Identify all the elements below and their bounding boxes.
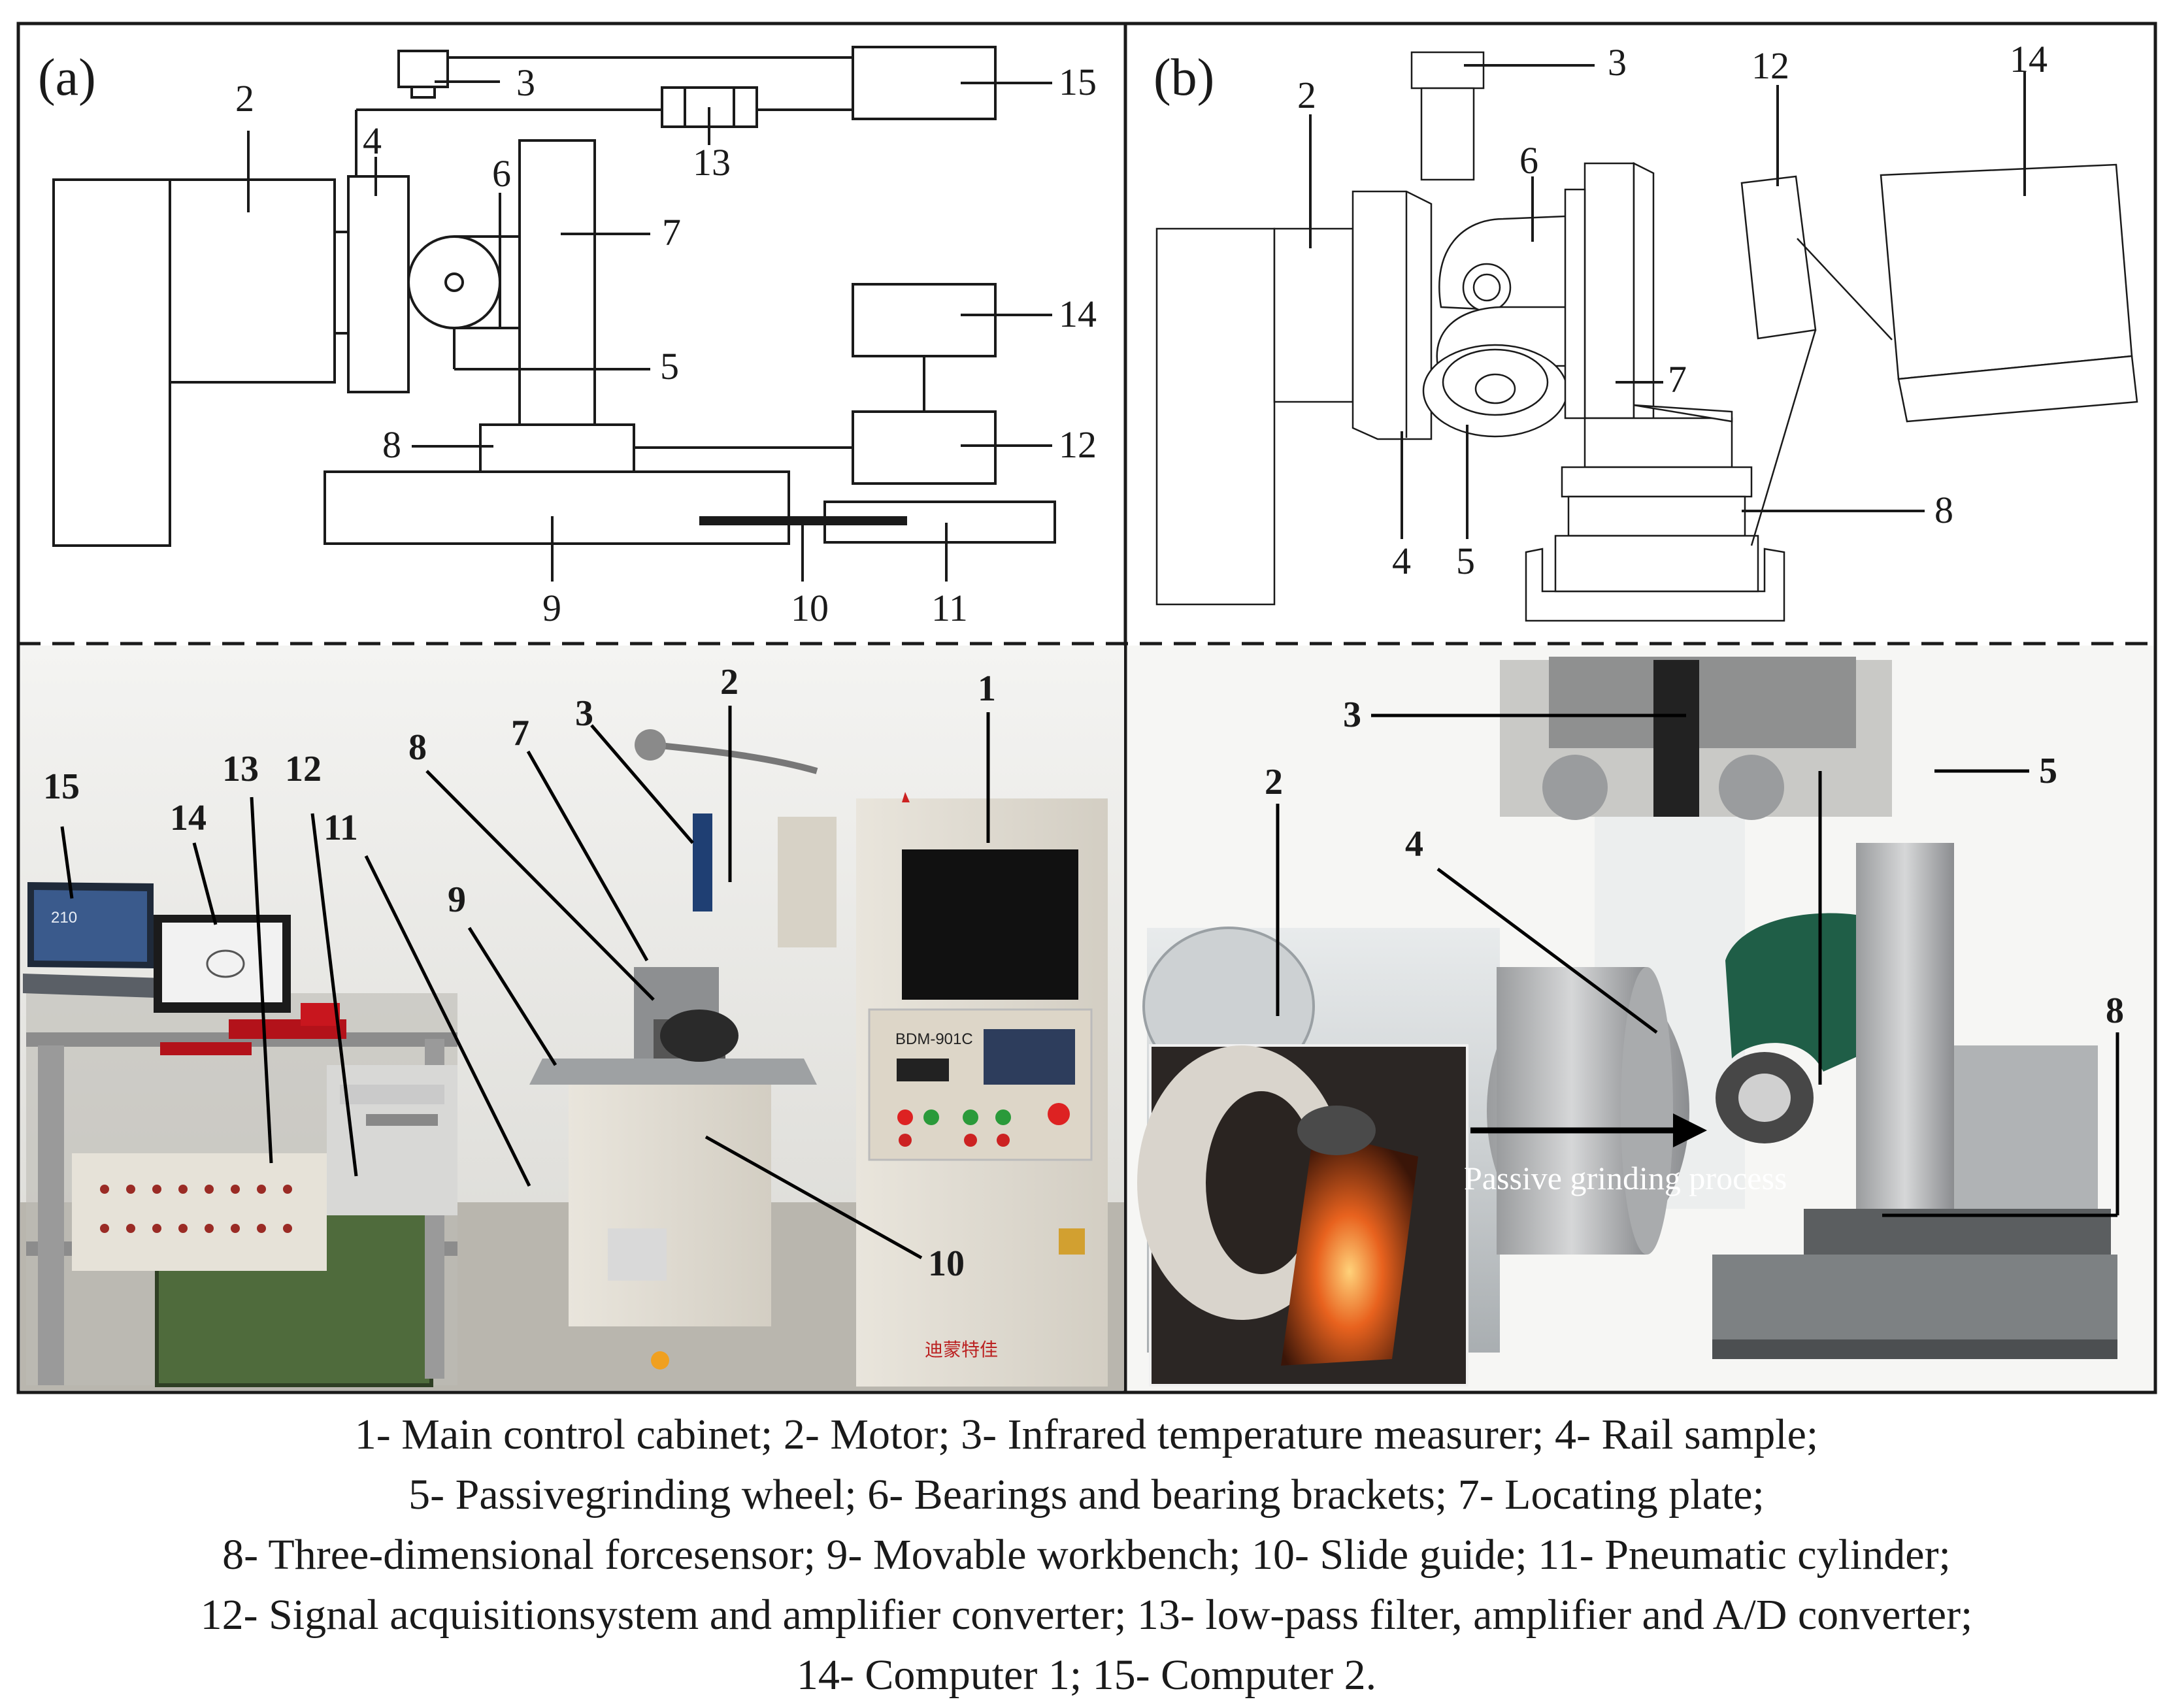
caption-line-1: 1- Main control cabinet; 2- Motor; 3- In… xyxy=(354,1411,1819,1458)
label-b-14: 14 xyxy=(2010,38,2048,80)
schematic-a: (a) xyxy=(38,46,1097,629)
laptop-screen-text: 210 xyxy=(51,909,77,927)
inset-caption: Passive grinding process xyxy=(1464,1160,1787,1196)
label-b-3: 3 xyxy=(1608,41,1627,84)
label-c-11: 11 xyxy=(323,808,358,848)
caption-line-5: 14- Computer 1; 15- Computer 2. xyxy=(796,1651,1377,1699)
label-c-12: 12 xyxy=(285,749,322,789)
label-d-2: 2 xyxy=(1265,762,1283,802)
label-a-9: 9 xyxy=(542,587,561,629)
label-c-7: 7 xyxy=(511,713,529,753)
label-a-3: 3 xyxy=(516,61,535,104)
label-c-9: 9 xyxy=(448,879,466,920)
label-a-4: 4 xyxy=(363,120,382,162)
label-a-7: 7 xyxy=(662,211,681,254)
label-b-2: 2 xyxy=(1297,74,1316,116)
label-a-5: 5 xyxy=(660,345,679,387)
label-b-6: 6 xyxy=(1519,139,1538,182)
label-a-12: 12 xyxy=(1059,423,1097,466)
label-c-3: 3 xyxy=(575,693,593,734)
caption-line-2: 5- Passivegrinding wheel; 6- Bearings an… xyxy=(408,1471,1765,1519)
photo-c: 210 BDM-901C xyxy=(20,646,1124,1390)
label-c-10: 10 xyxy=(928,1243,965,1284)
label-a-10: 10 xyxy=(791,587,829,629)
label-b-7: 7 xyxy=(1668,358,1687,401)
label-d-4: 4 xyxy=(1405,824,1423,864)
label-c-8: 8 xyxy=(408,727,427,768)
controller-model-label: BDM-901C xyxy=(895,1030,973,1048)
label-d-5: 5 xyxy=(2039,751,2057,791)
label-b-4: 4 xyxy=(1392,540,1411,582)
cabinet-brand-text: 迪蒙特佳 xyxy=(925,1339,998,1360)
label-d-8: 8 xyxy=(2106,991,2124,1031)
schematic-b: (b) xyxy=(1153,38,2138,622)
photo-d: Passive grinding process 3 2 4 5 8 xyxy=(1127,646,2153,1390)
label-c-1: 1 xyxy=(978,668,996,709)
caption-line-4: 12- Signal acquisitionsystem and amplifi… xyxy=(200,1591,1973,1639)
figure-frame xyxy=(16,22,2157,1394)
label-b-5: 5 xyxy=(1456,540,1475,582)
label-c-13: 13 xyxy=(222,749,259,789)
panel-label-a: (a) xyxy=(38,49,96,107)
label-a-6: 6 xyxy=(492,152,511,195)
label-a-14: 14 xyxy=(1059,293,1097,335)
label-a-11: 11 xyxy=(931,587,968,629)
label-a-15: 15 xyxy=(1059,61,1097,103)
label-b-12: 12 xyxy=(1751,44,1789,87)
label-d-3: 3 xyxy=(1343,695,1361,735)
label-c-15: 15 xyxy=(43,766,80,807)
figure-caption: 1- Main control cabinet; 2- Motor; 3- In… xyxy=(0,1405,2173,1705)
panel-label-b: (b) xyxy=(1153,49,1214,107)
label-a-2: 2 xyxy=(235,77,254,120)
label-c-2: 2 xyxy=(720,662,738,702)
caption-line-3: 8- Three-dimensional forcesensor; 9- Mov… xyxy=(222,1531,1951,1579)
label-a-13: 13 xyxy=(693,141,731,184)
label-a-8: 8 xyxy=(382,423,401,466)
label-b-8: 8 xyxy=(1934,489,1953,531)
label-c-14: 14 xyxy=(170,798,207,838)
